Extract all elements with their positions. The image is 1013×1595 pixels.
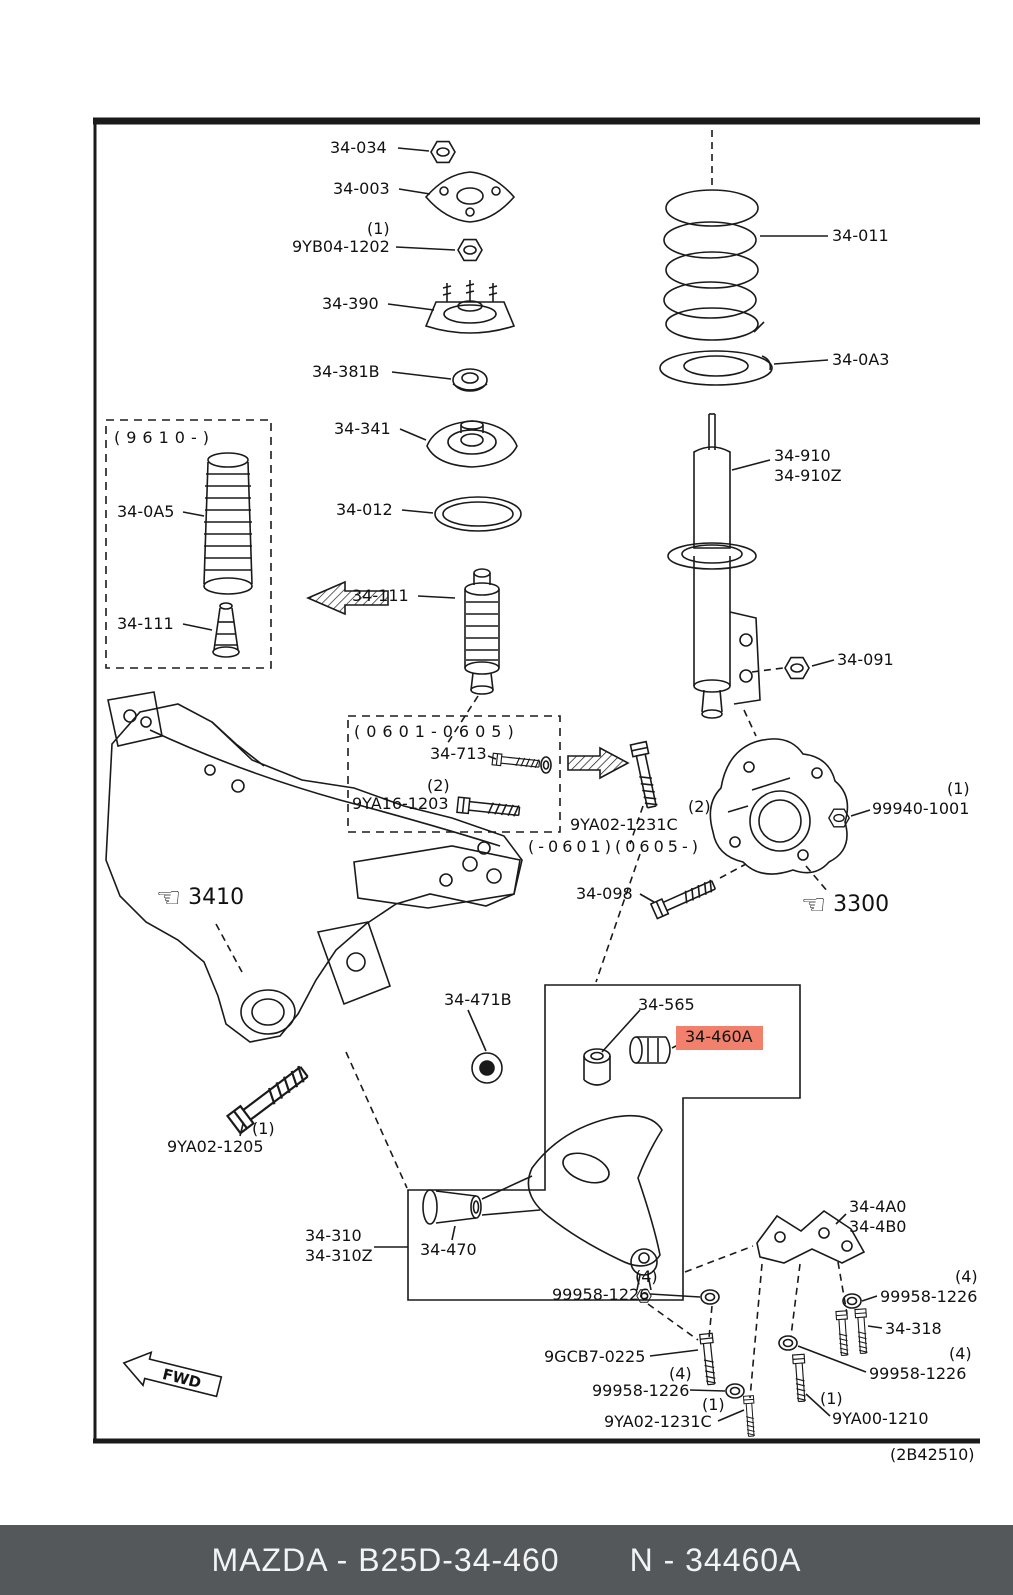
part-label-34-4a0[interactable]: 34-4A0 (849, 1197, 907, 1216)
part-label-34-091[interactable]: 34-091 (837, 650, 894, 669)
early-variant-box-art (203, 452, 253, 658)
part-label-99958-1226-a[interactable]: 99958-1226 (552, 1285, 650, 1304)
part-note-9ya02-1231c: (-0601)(0605-) (528, 837, 702, 856)
part-label-9ya00-1210[interactable]: 9YA00-1210 (832, 1409, 929, 1428)
control-arm-art (422, 1036, 671, 1303)
section-link-3410[interactable]: ☜ 3410 (156, 884, 244, 912)
part-qty-9ya16-1203: (2) (427, 776, 450, 795)
knuckle-art (567, 738, 850, 920)
part-label-34-111[interactable]: 34-111 (352, 586, 409, 605)
part-qty-99940-1001: (1) (947, 779, 970, 798)
leader-lines (182, 147, 883, 1422)
part-label-34-390[interactable]: 34-390 (322, 294, 379, 313)
bracket-and-fasteners-art (699, 1209, 870, 1438)
line-art-root: FWD (93, 117, 980, 1444)
section-link-3300[interactable]: ☜ 3300 (801, 891, 889, 919)
part-label-34-310[interactable]: 34-310 (305, 1226, 362, 1245)
mid-variant-box-art (456, 752, 552, 820)
part-label-34-565[interactable]: 34-565 (638, 995, 695, 1014)
part-label-34-460a-highlighted[interactable]: 34-460A (676, 1026, 763, 1050)
part-label-34-003[interactable]: 34-003 (333, 179, 390, 198)
part-qty-99958-1226-a: (4) (635, 1267, 658, 1286)
variant-box-mid-header: (0601-0605) (354, 722, 520, 741)
part-label-34-012[interactable]: 34-012 (336, 500, 393, 519)
part-qty-99958-1226-c: (4) (669, 1364, 692, 1383)
footer-part-number: N - 34460A (629, 1541, 802, 1578)
part-label-34-471b[interactable]: 34-471B (444, 990, 512, 1009)
part-label-34-098[interactable]: 34-098 (576, 884, 633, 903)
part-qty-9ya00-1210: (1) (820, 1389, 843, 1408)
coil-spring-art (659, 189, 773, 386)
part-label-34-910[interactable]: 34-910 (774, 446, 831, 465)
lower-arm-group-outline (407, 984, 801, 1301)
pointer-hand-icon: ☜ (156, 881, 182, 914)
part-label-9yb04-1202[interactable]: 9YB04-1202 (292, 237, 390, 256)
footer-catalog-code: MAZDA - B25D-34-460 (211, 1541, 560, 1578)
part-label-34-011[interactable]: 34-011 (832, 226, 889, 245)
part-label-34-0a3[interactable]: 34-0A3 (832, 350, 890, 369)
part-label-9ya02-1231c-lower[interactable]: 9YA02-1231C (604, 1412, 712, 1431)
part-qty-9ya02-1231c: (2) (688, 797, 711, 816)
part-label-34-034[interactable]: 34-034 (330, 138, 387, 157)
part-qty-9ya02-1205: (1) (252, 1119, 275, 1138)
part-qty-9yb04-1202: (1) (367, 219, 390, 238)
part-label-34-111-boxed[interactable]: 34-111 (117, 614, 174, 633)
crossmember-art (105, 691, 523, 1135)
part-label-99958-1226-c[interactable]: 99958-1226 (592, 1381, 690, 1400)
part-label-9ya16-1203[interactable]: 9YA16-1203 (352, 794, 449, 813)
part-label-9ya02-1205[interactable]: 9YA02-1205 (167, 1137, 264, 1156)
footer-bar: MAZDA - B25D-34-460 N - 34460A (0, 1525, 1013, 1595)
part-label-34-0a5[interactable]: 34-0A5 (117, 502, 175, 521)
part-label-34-4b0[interactable]: 34-4B0 (849, 1217, 907, 1236)
part-label-99940-1001[interactable]: 99940-1001 (872, 799, 970, 818)
drawing-reference: (2B42510) (890, 1445, 975, 1464)
part-label-34-318[interactable]: 34-318 (885, 1319, 942, 1338)
part-label-9gcb7-0225[interactable]: 9GCB7-0225 (544, 1347, 646, 1366)
part-qty-99958-1226-b: (4) (955, 1267, 978, 1286)
strut-art (667, 413, 810, 719)
section-number-3410: 3410 (188, 885, 245, 910)
dashed-leaders (215, 130, 848, 1399)
bump-stop-art (305, 568, 500, 695)
part-label-34-713[interactable]: 34-713 (430, 744, 487, 763)
section-number-3300: 3300 (833, 892, 890, 917)
fwd-arrow: FWD (122, 1351, 223, 1398)
part-label-34-470[interactable]: 34-470 (420, 1240, 477, 1259)
diagram-line-art: FWD (93, 117, 980, 1444)
part-label-99958-1226-b[interactable]: 99958-1226 (880, 1287, 978, 1306)
strut-mount-stack-art (424, 140, 522, 532)
part-label-9ya02-1231c[interactable]: 9YA02-1231C (570, 815, 678, 834)
part-qty-9ya02-1231c-lower: (1) (702, 1395, 725, 1414)
page-frame (93, 117, 980, 1444)
variant-box-early-header: (9610-) (114, 428, 215, 447)
part-label-34-910z[interactable]: 34-910Z (774, 466, 842, 485)
part-label-34-310z[interactable]: 34-310Z (305, 1246, 373, 1265)
part-label-34-381b[interactable]: 34-381B (312, 362, 380, 381)
part-label-34-341[interactable]: 34-341 (334, 419, 391, 438)
part-label-99958-1226-d[interactable]: 99958-1226 (869, 1364, 967, 1383)
part-qty-99958-1226-d: (4) (949, 1344, 972, 1363)
pointer-hand-icon: ☜ (801, 888, 827, 921)
